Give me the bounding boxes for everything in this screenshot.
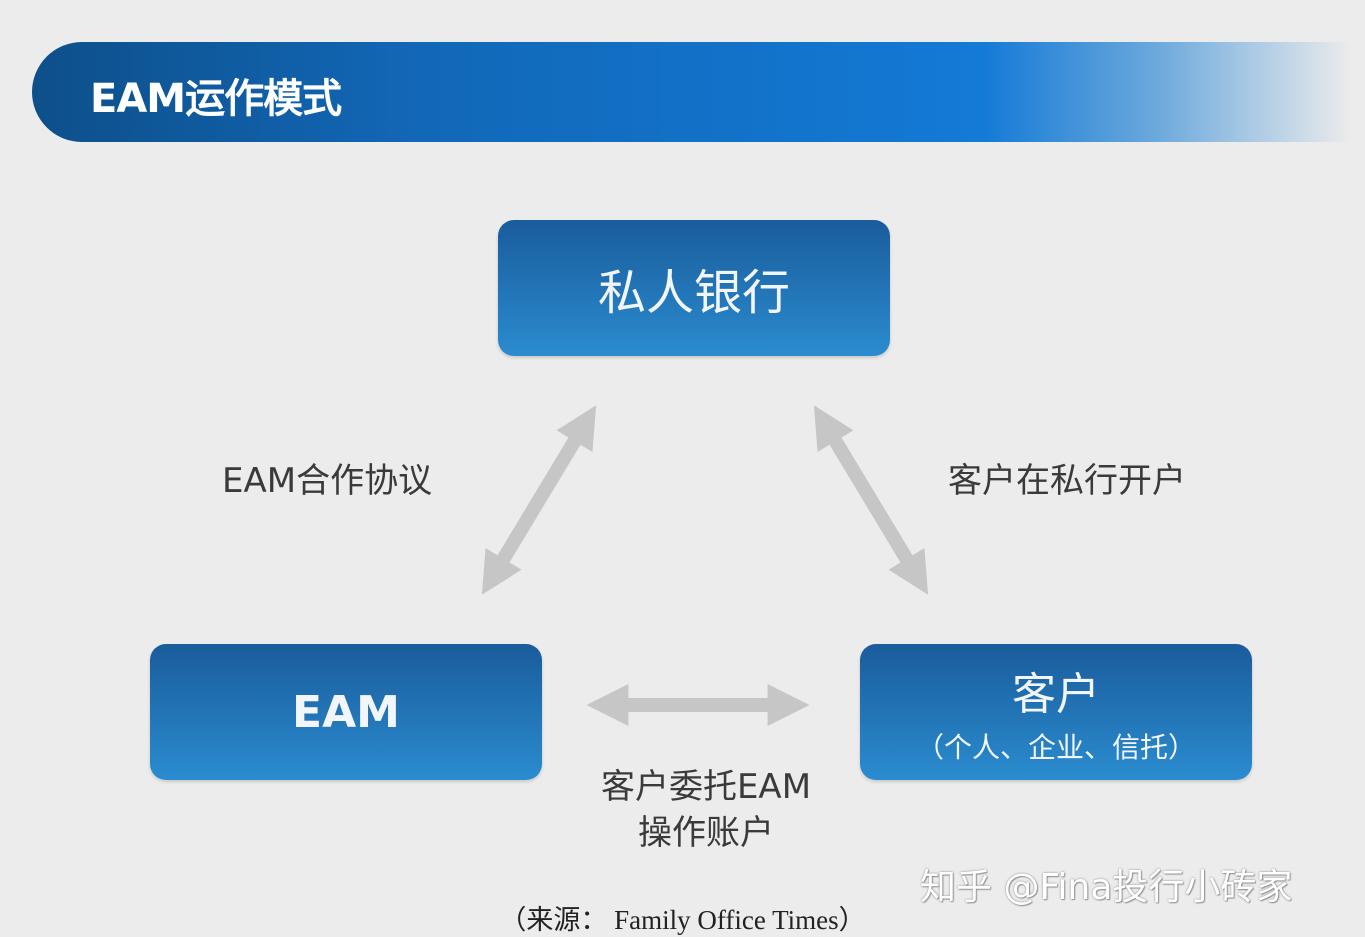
node-eam: EAM [150,644,542,780]
edge-label-eam-bank: EAM合作协议 [222,461,433,501]
node-label: EAM [292,686,400,738]
watermark: 知乎 @Fina投行小砖家 [920,867,1293,908]
edge-label-client-eam: 客户委托EAM 操作账户 [590,764,822,856]
node-label: 私人银行 [597,265,790,321]
edge-label-client-bank: 客户在私行开户 [948,461,1186,501]
arrow-eam-bank [481,405,597,595]
arrow-client-bank [813,405,929,595]
edge-label-line: 客户委托EAM [600,767,812,807]
page-title: EAM运作模式 [90,76,342,122]
source-caption: （来源： Family Office Times） [499,905,866,935]
node-sublabel: （个人、企业、信托） [915,731,1196,764]
edge-label-line: 操作账户 [638,813,774,853]
node-label: 客户 [1012,669,1100,720]
node-private-bank: 私人银行 [498,220,890,356]
title-banner: EAM运作模式 [32,42,1352,142]
node-client: 客户 （个人、企业、信托） [860,644,1252,780]
